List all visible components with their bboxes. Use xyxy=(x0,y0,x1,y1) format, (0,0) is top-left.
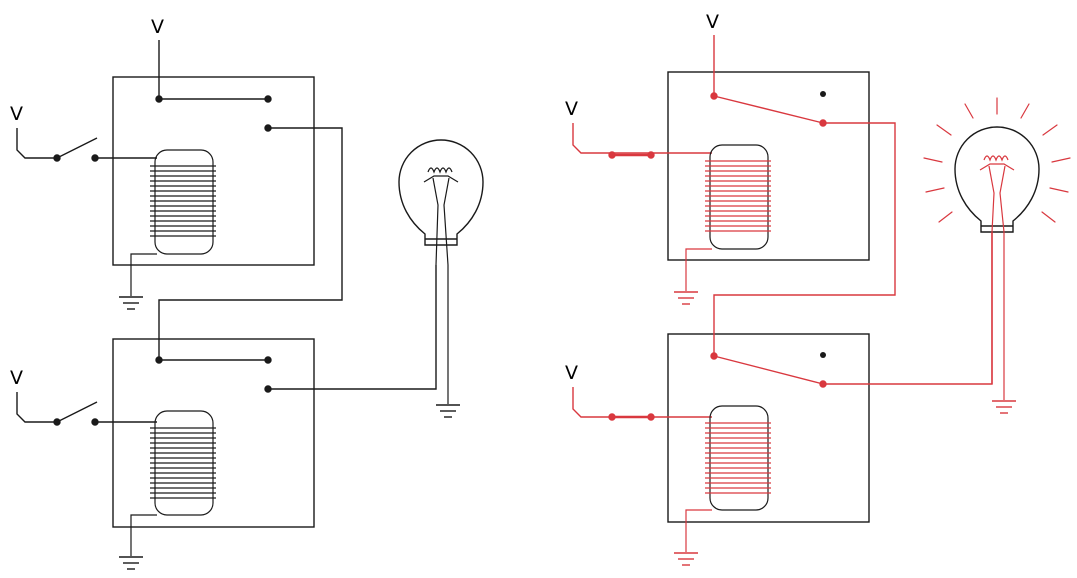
ground-symbol xyxy=(674,291,698,305)
open-contact xyxy=(820,352,826,358)
relay-1-box xyxy=(667,71,870,261)
voltage-label: V xyxy=(706,11,719,33)
relay-2-input-switch xyxy=(572,387,712,421)
ground-symbol xyxy=(992,400,1016,414)
ground-symbol xyxy=(119,296,143,310)
off-state-circuit: V V V xyxy=(10,16,484,570)
voltage-label: V xyxy=(565,362,578,384)
relay-2-coil xyxy=(130,410,216,556)
on-state-circuit: V V V xyxy=(565,11,1071,566)
lamp-lit xyxy=(923,97,1071,400)
voltage-label: V xyxy=(10,367,23,389)
relay-2-input-switch xyxy=(16,392,157,426)
glow-rays xyxy=(923,97,1071,223)
voltage-label: V xyxy=(10,103,23,125)
relay-2-box xyxy=(112,338,315,528)
voltage-label: V xyxy=(565,98,578,120)
lamp-unlit xyxy=(398,139,484,404)
relay-1-box xyxy=(112,76,315,266)
relay-1-coil xyxy=(130,149,216,296)
relay-1-contacts xyxy=(155,40,343,360)
relay-2-contacts xyxy=(155,265,437,393)
relay-1-input-switch xyxy=(16,128,157,162)
ground-symbol xyxy=(674,552,698,566)
ground-symbol xyxy=(436,404,460,418)
relay-1-coil xyxy=(685,144,771,291)
relay-2-box xyxy=(667,333,870,523)
relay-2-coil xyxy=(685,405,771,552)
relay-1-input-switch xyxy=(572,123,712,159)
voltage-label: V xyxy=(151,16,164,38)
open-contact xyxy=(820,91,826,97)
ground-symbol xyxy=(119,556,143,570)
